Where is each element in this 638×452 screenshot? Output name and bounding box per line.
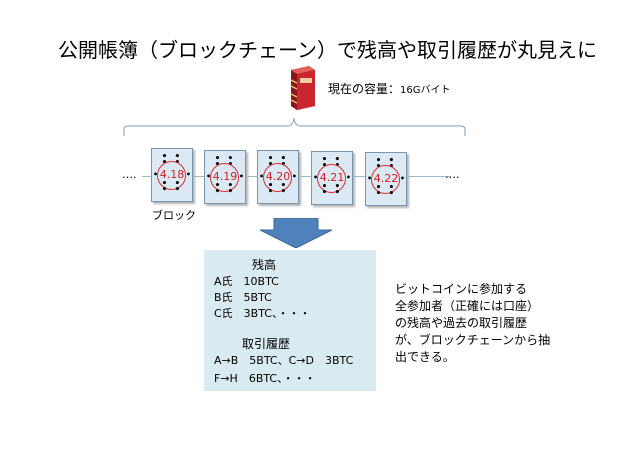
block: • • • • 4.19 • • • • • • (204, 150, 246, 204)
info-panel: 残高 A氏 10BTC B氏 5BTC C氏 3BTC、・・・ 取引履歴 A→B… (204, 250, 376, 391)
block-date: 4.19 (212, 170, 238, 183)
block-date-circle (371, 165, 400, 194)
ellipsis-right: …. (445, 168, 460, 181)
capacity-text: 現在の容量：16Gバイト (328, 80, 451, 97)
block-dots-bottom: • • • • (161, 179, 183, 195)
block: • • • • 4.20 • • • • • • (257, 150, 299, 204)
block-date: 4.21 (319, 171, 345, 184)
ellipsis-left: …. (122, 168, 137, 181)
transaction-row: A→B 5BTC、C→D 3BTC (214, 354, 354, 367)
block: • • • • 4.18 • • • • • • (151, 148, 193, 202)
note-line: の残高や過去の取引履歴 (395, 316, 528, 330)
block-date: 4.18 (159, 168, 185, 181)
block-dot: • (238, 172, 244, 181)
block-dots-bottom: • • • • (214, 181, 236, 197)
capacity-label: 現在の容量： (328, 82, 401, 96)
balance-row: A氏 10BTC (214, 275, 279, 288)
note-line: ビットコインに参加する (395, 282, 528, 296)
block-dot: • (399, 174, 405, 183)
block-dot: • (185, 170, 191, 179)
block-dots-bottom: • • • • (267, 181, 289, 197)
block-dot: • (259, 172, 265, 181)
brace-bracket (123, 117, 466, 136)
note-line: 全参加者（正確には口座） (395, 299, 540, 313)
block: • • • • 4.21 • • • • • • (311, 151, 353, 205)
note-line: 出できる。 (395, 350, 455, 364)
block-date: 4.20 (265, 170, 291, 183)
balance-heading: 残高 (252, 258, 277, 272)
block-dots-bottom: • • • • (375, 183, 397, 199)
page-title: 公開帳簿（ブロックチェーン）で残高や取引履歴が丸見えに (58, 38, 597, 62)
block-date-circle (317, 164, 346, 193)
balance-row: B氏 5BTC (214, 291, 272, 304)
explanation-note: ビットコインに参加する 全参加者（正確には口座） の残高や過去の取引履歴 が、ブ… (395, 281, 550, 366)
block-date-circle (263, 163, 292, 192)
block: • • • • 4.22 • • • • • • (365, 152, 407, 206)
block-date-circle (210, 163, 239, 192)
block-caption: ブロック (152, 209, 196, 222)
ledger-book-icon (290, 66, 315, 110)
block-dot: • (345, 173, 351, 182)
capacity-value: 16Gバイト (400, 85, 451, 96)
down-arrow (260, 218, 332, 248)
block-dot: • (291, 172, 297, 181)
block-dot: • (367, 174, 373, 183)
block-dots-bottom: • • • • (321, 182, 343, 198)
block-dot: • (206, 172, 212, 181)
block-date: 4.22 (373, 172, 399, 185)
note-line: が、ブロックチェーンから抽 (395, 333, 551, 347)
transaction-row: F→H 6BTC、・・・ (214, 372, 316, 385)
history-heading: 取引履歴 (242, 337, 291, 351)
block-dot: • (153, 170, 159, 179)
block-dot: • (313, 173, 319, 182)
balance-row: C氏 3BTC、・・・ (214, 307, 311, 320)
block-date-circle (157, 161, 186, 190)
